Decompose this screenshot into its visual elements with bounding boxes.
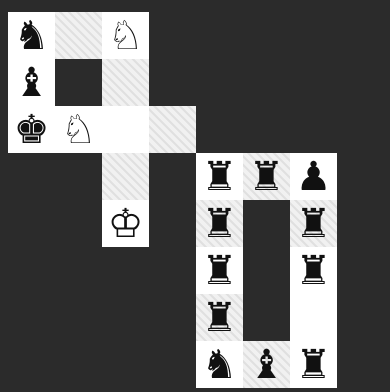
black-rook-icon[interactable]: ♜ (296, 204, 332, 244)
black-rook-icon[interactable]: ♜ (202, 251, 238, 291)
board-square-d6[interactable]: ♜ (243, 153, 290, 200)
black-bishop-icon[interactable]: ♝ (14, 63, 50, 103)
board-square-f7[interactable]: ♜ (290, 247, 337, 294)
black-rook-icon[interactable]: ♜ (202, 157, 238, 197)
board-square-h6[interactable]: ♝ (243, 341, 290, 388)
black-knight-icon[interactable]: ♞ (202, 345, 238, 385)
board-square-d7[interactable]: ♟ (290, 153, 337, 200)
board-square-e7[interactable]: ♜ (290, 200, 337, 247)
board-square-h5[interactable]: ♞ (196, 341, 243, 388)
board-square-e5[interactable]: ♜ (196, 200, 243, 247)
board-square-g5[interactable]: ♜ (196, 294, 243, 341)
board-square-d3[interactable] (102, 153, 149, 200)
board-square-b3[interactable] (102, 59, 149, 106)
board-square-d5[interactable]: ♜ (196, 153, 243, 200)
black-rook-icon[interactable]: ♜ (296, 345, 332, 385)
black-bishop-icon[interactable]: ♝ (249, 345, 285, 385)
black-rook-icon[interactable]: ♜ (249, 157, 285, 197)
white-knight-icon[interactable]: ♘ (108, 16, 144, 56)
black-king-icon[interactable]: ♚ (14, 110, 50, 150)
board-square-c4[interactable] (149, 106, 196, 153)
black-pawn-icon[interactable]: ♟ (296, 157, 332, 197)
white-knight-icon[interactable]: ♘ (61, 110, 97, 150)
board-square-e3[interactable]: ♔ (102, 200, 149, 247)
board-square-c2[interactable]: ♘ (55, 106, 102, 153)
black-knight-icon[interactable]: ♞ (14, 16, 50, 56)
board-square-g7[interactable] (290, 294, 337, 341)
board-square-a3[interactable]: ♘ (102, 12, 149, 59)
white-king-icon[interactable]: ♔ (108, 204, 144, 244)
black-rook-icon[interactable]: ♜ (202, 204, 238, 244)
black-rook-icon[interactable]: ♜ (202, 298, 238, 338)
black-rook-icon[interactable]: ♜ (296, 251, 332, 291)
board-square-c1[interactable]: ♚ (8, 106, 55, 153)
board-square-f5[interactable]: ♜ (196, 247, 243, 294)
board-square-c3[interactable] (102, 106, 149, 153)
board-square-a2[interactable] (55, 12, 102, 59)
board-square-h7[interactable]: ♜ (290, 341, 337, 388)
board-square-b1[interactable]: ♝ (8, 59, 55, 106)
board-square-a1[interactable]: ♞ (8, 12, 55, 59)
